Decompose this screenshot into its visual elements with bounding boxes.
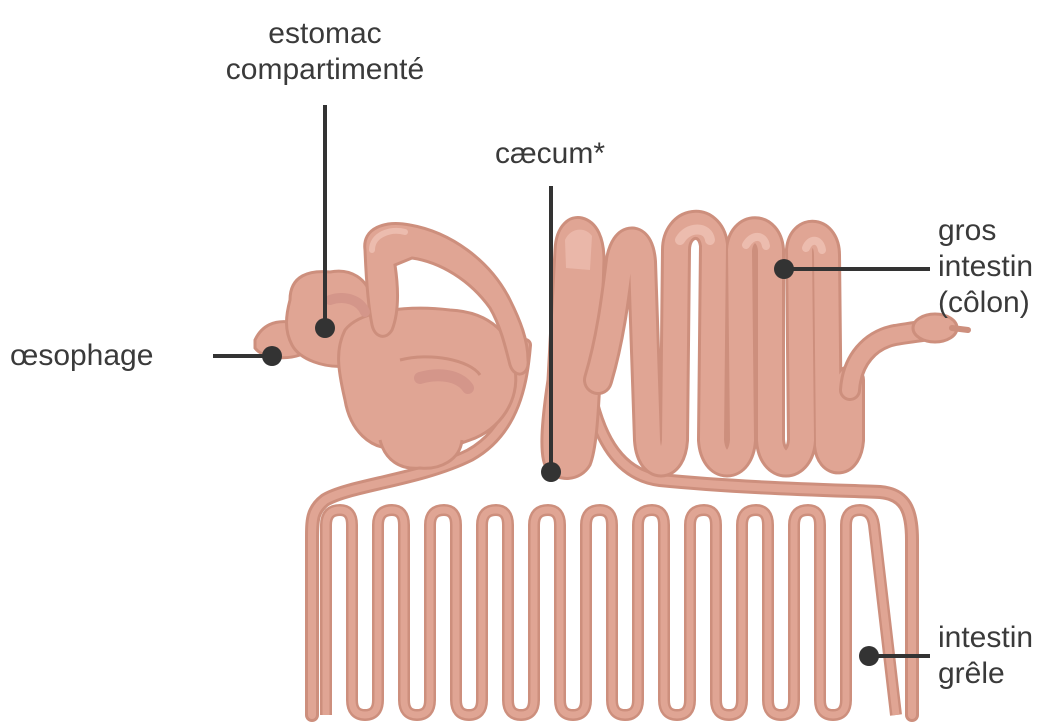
stomach [255,224,528,469]
label-stomach-line1: estomac [215,16,435,52]
label-large-intestine-line1: gros [938,213,1033,249]
label-small-intestine-line2: grêle [938,656,1033,692]
label-small-intestine: intestin grêle [938,620,1033,692]
label-stomach: estomac compartimenté [215,16,435,88]
leader-oesophagus [213,346,282,366]
large-intestine-pointer-dot [774,259,794,279]
label-large-intestine: gros intestin (côlon) [938,213,1033,321]
label-caecum-text: cæcum* [475,136,625,172]
label-stomach-line2: compartimenté [215,52,435,88]
label-large-intestine-line3: (côlon) [938,285,1033,321]
caecum-pointer-dot [541,462,561,482]
label-caecum: cæcum* [475,136,625,172]
small-intestine-coils [326,510,896,715]
label-small-intestine-line1: intestin [938,620,1033,656]
small-intestine-pointer-dot [859,646,879,666]
label-oesophagus: œsophage [10,338,153,374]
label-oesophagus-text: œsophage [10,338,153,374]
stomach-pointer-dot [315,318,335,338]
oesophagus-pointer-dot [262,346,282,366]
label-large-intestine-line2: intestin [938,249,1033,285]
